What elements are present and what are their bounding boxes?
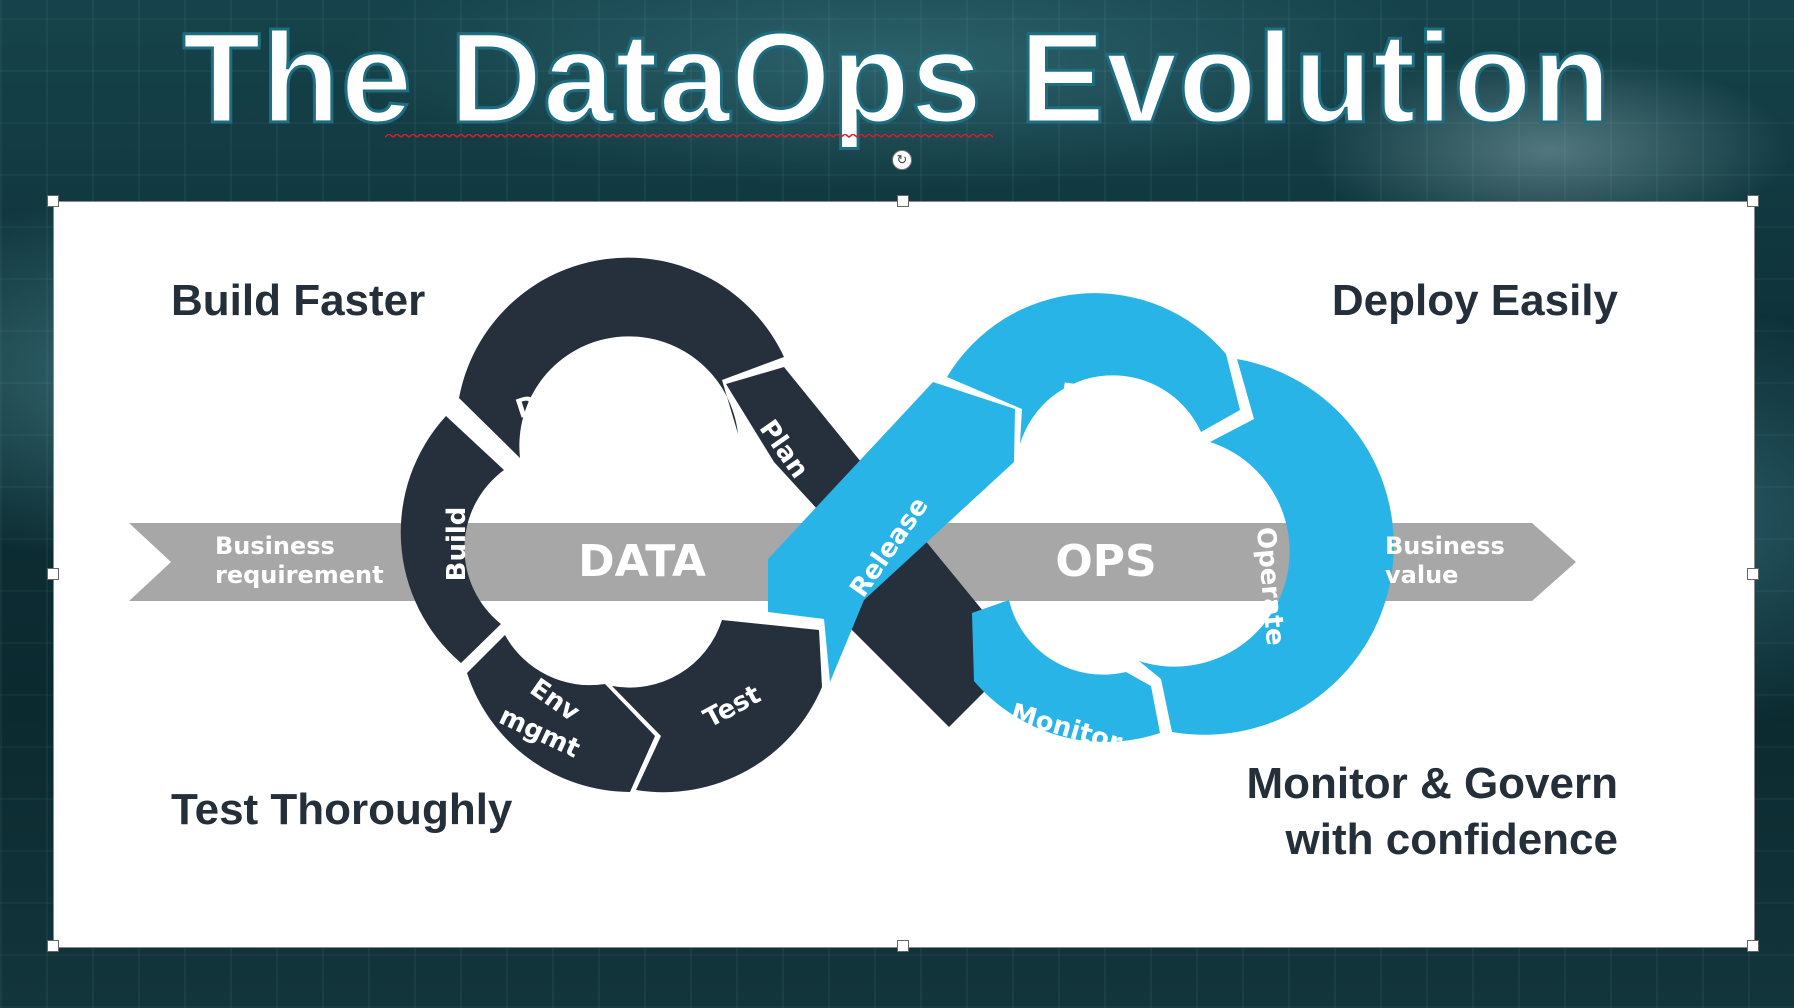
corner-label-build-faster: Build Faster [171,276,426,325]
data-segment-test [612,620,822,793]
slide-title[interactable]: The DataOps Evolution [181,6,1612,152]
corner-label-monitor-govern-line2: with confidence [1285,815,1618,864]
resize-handle-bottom-right[interactable] [1747,940,1759,952]
corner-label-test-thoroughly: Test Thoroughly [171,785,513,834]
resize-handle-top-right[interactable] [1747,195,1759,207]
resize-handle-top-middle[interactable] [897,195,909,207]
resize-handle-middle-left[interactable] [47,568,59,580]
resize-handle-bottom-middle[interactable] [897,940,909,952]
resize-handle-top-left[interactable] [47,195,59,207]
end-label-line1: Business [1385,532,1505,560]
ops-segment-operate [1139,359,1394,735]
corner-label-monitor-govern-line1: Monitor & Govern [1246,759,1618,808]
ops-center-label: OPS [1055,536,1156,587]
ops-segment-monitor [972,600,1160,742]
resize-handle-middle-right[interactable] [1747,568,1759,580]
data-center-label: DATA [578,536,706,587]
data-segment-build [400,416,504,663]
ops-segment-release [768,382,1015,682]
rotate-handle[interactable]: ↻ [892,150,912,170]
start-label-line2: requirement [215,561,384,589]
dataops-infinity-diagram: DATA OPS Business requirement Business v… [129,257,1576,793]
corner-label-deploy-easily: Deploy Easily [1331,276,1618,325]
data-segment-plan [726,367,874,522]
spellcheck-underline [385,134,993,138]
ops-segment-deploy [947,293,1240,444]
ops-loop [768,293,1394,742]
data-segment-develop [459,257,784,458]
diagram-image-frame[interactable]: DATA OPS Business requirement Business v… [53,201,1755,948]
data-segment-envmgmt [467,635,655,792]
stage-deploy: Deploy [1059,378,1164,422]
resize-handle-bottom-left[interactable] [47,940,59,952]
end-label-line2: value [1385,561,1458,589]
stage-build: Build [442,507,472,582]
start-label-line1: Business [215,532,335,560]
